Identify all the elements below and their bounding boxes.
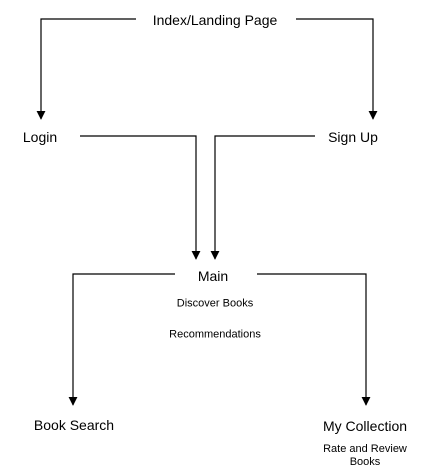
node-recommendations: Recommendations [169, 328, 261, 341]
node-my-collection: My Collection [322, 418, 408, 434]
edge-index-to-signup [296, 18, 378, 120]
edge-index-to-login [36, 18, 136, 120]
edge-login-to-main [80, 135, 201, 260]
node-book-search: Book Search [33, 417, 115, 433]
edge-main-to-my-collection [257, 273, 371, 406]
edge-main-to-book-search [68, 273, 175, 406]
node-sign-up: Sign Up [328, 129, 378, 145]
node-discover-books: Discover Books [176, 297, 254, 310]
node-main: Main [197, 268, 229, 284]
node-rate-and-review-books: Rate and Review Books [323, 443, 407, 468]
node-login: Login [22, 129, 58, 145]
edge-signup-to-main [210, 135, 315, 260]
node-index-landing-page: Index/Landing Page [152, 12, 278, 28]
